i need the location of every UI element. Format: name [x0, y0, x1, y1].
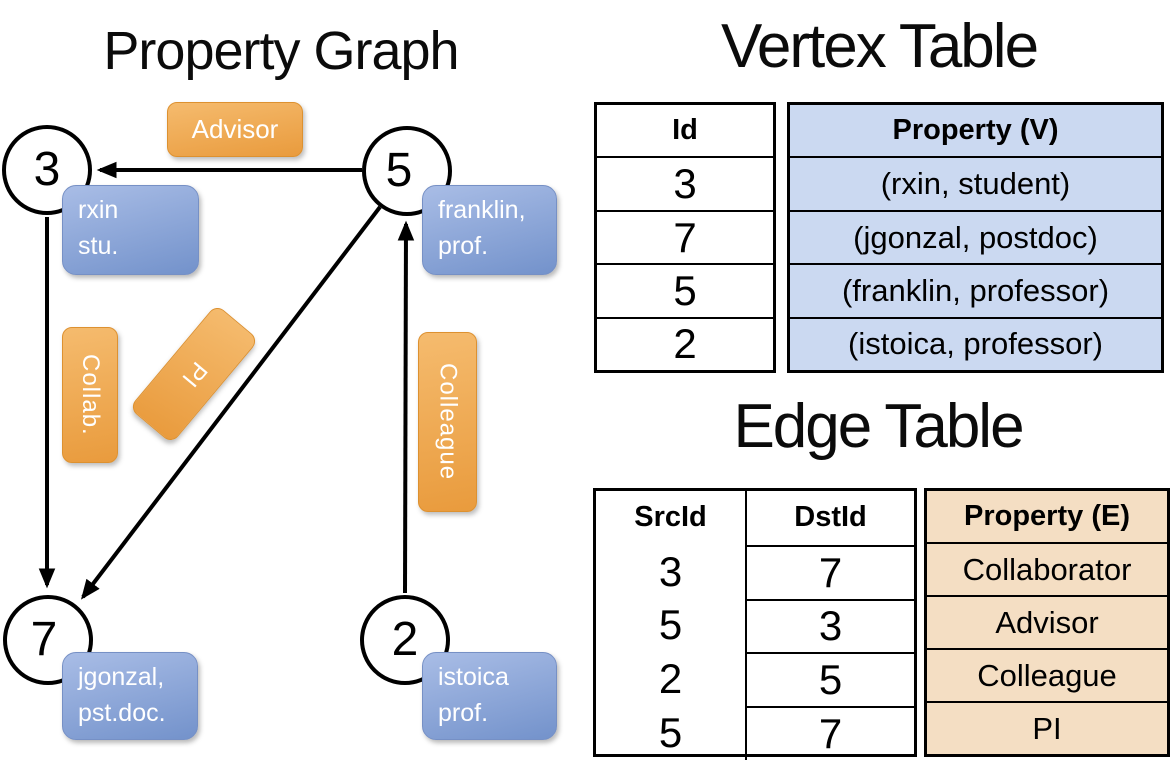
edge-table-property-cell: Colleague [927, 648, 1167, 701]
edge-table-dst-cell: 7 [745, 706, 914, 760]
vertex-id-label: 3 [33, 143, 61, 196]
edge-table-property-cell: PI [927, 701, 1167, 754]
vertex-table-header-property: Property (V) [892, 114, 1059, 147]
edge-table-dst-cell: 7 [745, 544, 914, 599]
vertex-property-line: stu. [78, 231, 119, 260]
vertex-property-box-rxin: rxin stu. [62, 185, 199, 275]
vertex-node-2: 2 [360, 595, 450, 685]
edge-2-to-5-arrow [397, 220, 415, 594]
vertex-property-line: rxin [78, 196, 119, 224]
vertex-table-id-cell: 2 [597, 316, 773, 370]
edge-label-colleague: Colleague [418, 332, 477, 512]
edge-table-src-cell: 5 [658, 601, 683, 649]
edge-table-src-cell: 2 [658, 655, 683, 703]
vertex-table-property-cell: (franklin, professor) [790, 263, 1161, 316]
edge-table-property-cell: Collaborator [927, 542, 1167, 595]
vertex-property-line: prof. [438, 231, 489, 260]
vertex-table-property-cell: (rxin, student) [790, 156, 1161, 209]
edge-table-src-cell: 5 [658, 709, 683, 757]
property-graph-title: Property Graph [103, 21, 459, 81]
vertex-id-label: 2 [391, 613, 419, 666]
edge-table-property-column: Property (E) Collaborator Advisor Collea… [924, 488, 1170, 757]
vertex-property-line: istoica [438, 663, 509, 691]
vertex-property-box-franklin: franklin, prof. [422, 185, 557, 275]
vertex-property-box-istoica: istoica prof. [422, 652, 557, 740]
vertex-table-id-cell: 5 [597, 263, 773, 316]
edge-table-src-cell: 3 [658, 547, 683, 595]
vertex-table-property-column: Property (V) (rxin, student) (jgonzal, p… [787, 102, 1164, 373]
edge-table-dst-cell: 5 [745, 652, 914, 707]
edge-table-header-property: Property (E) [964, 500, 1130, 532]
vertex-id-label: 7 [30, 613, 58, 666]
vertex-table-id-column: Id 3 7 5 2 [594, 102, 776, 373]
edge-label-collab: Collab. [62, 327, 118, 463]
edge-table-property-cell: Advisor [927, 595, 1167, 648]
edge-table-id-columns: SrcId DstId 3 7 5 3 2 5 5 7 [593, 488, 917, 760]
graph-edges-layer [38, 161, 415, 600]
vertex-table-title: Vertex Table [720, 12, 1039, 81]
vertex-node-5: 5 [362, 126, 452, 216]
edge-table-title: Edge Table [733, 392, 1024, 461]
edge-label-advisor: Advisor [167, 102, 303, 157]
vertex-table-id-cell: 3 [597, 156, 773, 209]
vertex-property-line: prof. [438, 698, 489, 727]
vertex-table-property-cell: (istoica, professor) [790, 316, 1161, 370]
vertex-table-property-cell: (jgonzal, postdoc) [790, 209, 1161, 263]
edge-table-header-dstid: DstId [745, 491, 914, 545]
vertex-property-box-jgonzal: jgonzal, pst.doc. [62, 652, 198, 740]
edge-table-dst-cell: 3 [745, 598, 914, 653]
vertex-table-header-id: Id [672, 114, 698, 147]
edge-table-header-srcid: SrcId [634, 501, 707, 534]
vertex-property-line: pst.doc. [78, 698, 166, 727]
vertex-id-label: 5 [385, 144, 413, 197]
edge-5-to-7-arrow [80, 205, 382, 600]
vertex-property-line: franklin, [438, 196, 526, 224]
vertex-table-id-cell: 7 [597, 209, 773, 263]
vertex-property-line: jgonzal, [78, 663, 165, 691]
